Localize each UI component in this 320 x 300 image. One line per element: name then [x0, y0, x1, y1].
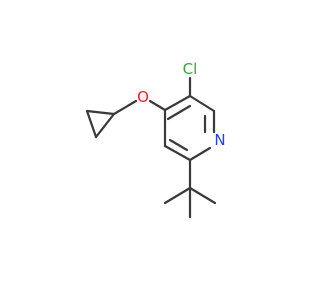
atom-labels: Cl O N [137, 60, 226, 149]
atom-chlorine: Cl [183, 60, 198, 78]
bond-c2-c3 [163, 144, 192, 162]
atom-nitrogen: N [214, 131, 225, 149]
bond-c5-c4-double [166, 104, 192, 121]
atom-oxygen: O [137, 88, 149, 106]
bond-c2-c3-double [168, 138, 189, 152]
bond-cp-2 [85, 109, 98, 139]
bond-lines [85, 76, 217, 219]
bond-c4-c5 [163, 94, 192, 112]
molecule-diagram: Cl O N [85, 60, 226, 219]
bond-cp-3 [94, 112, 116, 139]
bond-cq-methyl-right [188, 186, 217, 205]
bond-c5-c6 [188, 94, 216, 113]
bond-cq-methyl-left [163, 186, 192, 205]
bond-n-c2 [188, 146, 212, 162]
bond-c4-o [148, 99, 167, 112]
bond-cp-1 [85, 109, 116, 116]
bond-o-cyclopropyl [112, 99, 138, 116]
